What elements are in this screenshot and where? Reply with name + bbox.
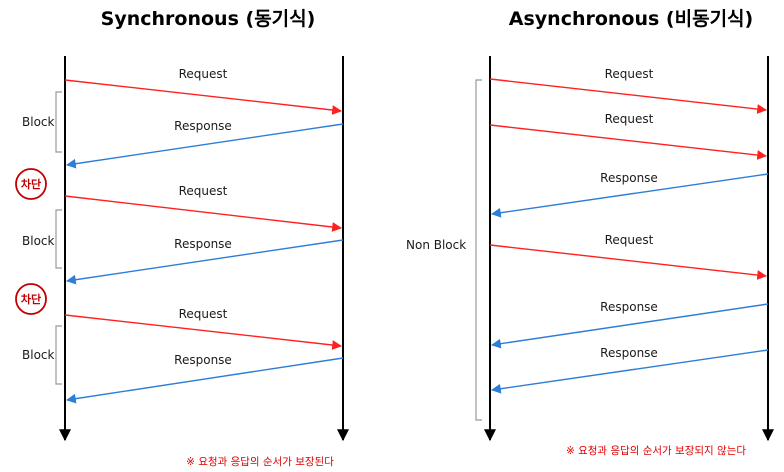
response-label: Response [600, 346, 658, 360]
request-label: Request [605, 233, 654, 247]
sync-request-2: Request [64, 184, 342, 232]
response-label: Response [174, 119, 232, 133]
nonblock-label: Non Block [406, 238, 466, 252]
request-label: Request [605, 112, 654, 126]
stamp-label: 차단 [21, 292, 41, 306]
sync-request-3: Request [64, 307, 342, 350]
block-label: Block [22, 234, 55, 248]
async-request-1: Request [489, 67, 767, 114]
sync-response-1: Response [66, 119, 344, 169]
async-response-3: Response [491, 346, 769, 394]
async-request-2: Request [489, 112, 767, 160]
sync-response-3: Response [66, 353, 344, 404]
block-label: Block [22, 348, 55, 362]
async-request-3: Request [489, 233, 767, 280]
async-response-2: Response [491, 300, 769, 349]
async-title: Asynchronous (비동기식) [509, 8, 753, 30]
async-nonblock-bracket: Non Block [406, 79, 482, 421]
request-label: Request [179, 307, 228, 321]
response-label: Response [174, 353, 232, 367]
sync-block-bracket-3: Block [22, 325, 62, 385]
sync-note: ※ 요청과 응답의 순서가 보장된다 [186, 456, 334, 468]
block-stamp-1: 차단 [15, 168, 47, 200]
async-response-1: Response [491, 171, 769, 218]
response-label: Response [600, 300, 658, 314]
response-label: Response [174, 237, 232, 251]
request-label: Request [179, 67, 228, 81]
async-note: ※ 요청과 응답의 순서가 보장되지 않는다 [566, 445, 746, 457]
block-label: Block [22, 115, 55, 129]
response-label: Response [600, 171, 658, 185]
request-label: Request [605, 67, 654, 81]
sync-request-1: Request [64, 67, 342, 115]
sync-response-2: Response [66, 237, 344, 285]
sync-block-bracket-1: Block [22, 91, 62, 153]
request-label: Request [179, 184, 228, 198]
sync-title: Synchronous (동기식) [101, 8, 316, 30]
block-stamp-2: 차단 [15, 283, 47, 315]
sync-block-bracket-2: Block [22, 209, 62, 269]
stamp-label: 차단 [21, 177, 41, 191]
